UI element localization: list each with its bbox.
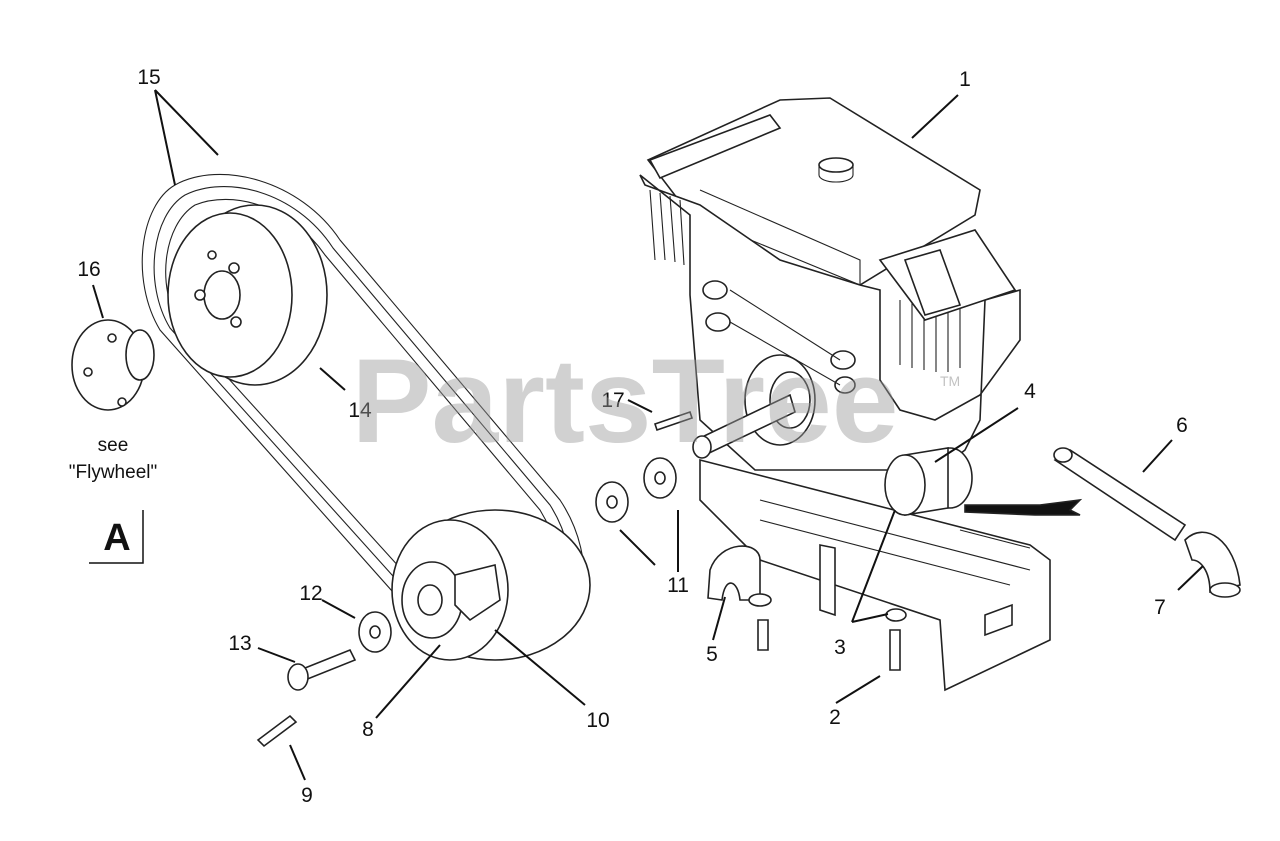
callout-6: 6 [1176,414,1188,437]
watermark-trademark: TM [940,373,960,389]
callout-14: 14 [348,399,372,422]
callout-15: 15 [137,66,160,89]
callout-12: 12 [299,582,322,605]
callout-2: 2 [829,706,841,729]
callout-numbers: 1 2 3 4 5 6 7 8 9 10 11 12 13 14 15 16 1… [77,66,1188,807]
callout-11: 11 [667,574,689,597]
callout-4: 4 [1024,380,1036,403]
callout-17: 17 [601,389,624,412]
note-line-2: "Flywheel" [69,462,157,483]
callout-13: 13 [228,632,251,655]
engine-assembly [639,97,1083,692]
callout-9: 9 [301,784,313,807]
callout-7: 7 [1154,596,1166,619]
flywheel-note: see "Flywheel" [69,435,157,483]
callout-1: 1 [959,68,971,91]
watermark: PartsTree TM [351,334,960,468]
callout-leaders [92,89,1204,781]
callout-16: 16 [77,258,100,281]
note-line-1: see [98,435,129,456]
callout-3: 3 [834,636,846,659]
view-label: A [103,517,130,559]
callout-10: 10 [586,709,609,732]
view-label-box: A [89,510,144,564]
callout-8: 8 [362,718,374,741]
belt-assembly [71,173,1241,748]
watermark-text: PartsTree [351,334,898,468]
callout-5: 5 [706,643,718,666]
